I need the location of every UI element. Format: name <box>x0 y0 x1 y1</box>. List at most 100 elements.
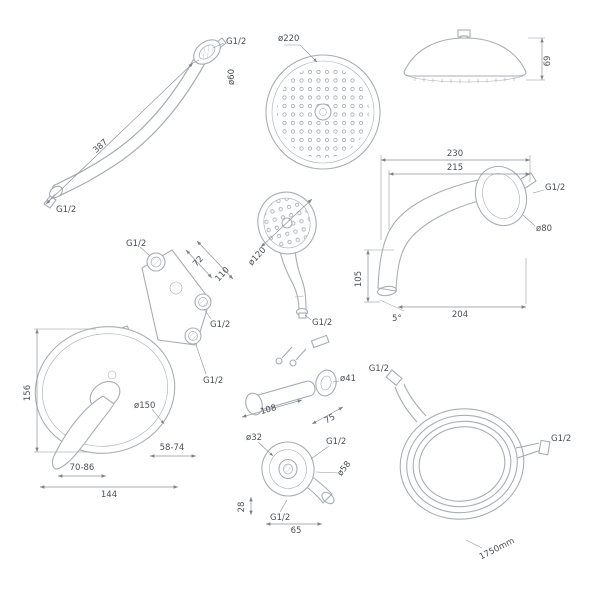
dim-line-depth-max <box>196 240 234 280</box>
dim-line-arm-length <box>45 62 194 205</box>
dim-mixer-depth-max: 110 <box>213 265 231 284</box>
hose-fitting-right <box>538 439 551 456</box>
dim-hand-diameter: ø120 <box>247 245 269 267</box>
dim-line-bracket-width <box>311 406 344 425</box>
wall-outlet-figure: ø32 G1/2 ø58 28 G1/2 65 <box>237 433 353 536</box>
dim-head-height: 69 <box>543 56 553 67</box>
angle-indicator <box>379 299 405 312</box>
hand-shower-handle <box>279 249 307 311</box>
dim-arm-flange-diameter: ø60 <box>227 69 237 85</box>
dim-mixer-plate-diameter: ø150 <box>134 401 155 411</box>
leader-line <box>522 214 536 227</box>
screw-head <box>275 357 283 365</box>
leader-line <box>532 189 545 194</box>
mixer-top-port-thread <box>150 256 162 268</box>
dim-hand-thread: G1/2 <box>312 318 332 328</box>
mixer-lever <box>51 395 115 470</box>
dim-mixer-range-lower: 70-86 <box>70 463 95 473</box>
leader-line <box>284 44 318 63</box>
bracket-ring-hole <box>320 375 332 391</box>
mixer-plate-rim <box>41 333 169 447</box>
dim-spout-total: 230 <box>447 149 463 159</box>
leader-line <box>315 471 340 474</box>
dim-mixer-top-thread: G1/2 <box>126 239 146 249</box>
dim-outlet-depth: 28 <box>237 502 247 513</box>
dim-spout-inner: 215 <box>447 163 463 173</box>
spout-figure: 230 215 G1/2 ø80 105 5° 204 <box>354 149 565 324</box>
screw-head <box>289 359 297 367</box>
head-dome <box>403 37 527 77</box>
dim-outlet-width: 65 <box>291 526 302 536</box>
dim-bracket-length: 108 <box>259 403 277 417</box>
dim-mixer-lower-thread: G1/2 <box>203 376 223 386</box>
hose-tail-right <box>516 449 542 459</box>
screw-shaft <box>281 346 293 359</box>
dim-bracket-width: 75 <box>323 412 337 426</box>
dim-spout-flange-diameter: ø80 <box>536 224 552 234</box>
arm-flange-thread <box>198 44 216 60</box>
mixer-valve-body <box>141 249 211 346</box>
dim-line-bracket-length <box>241 399 303 418</box>
dim-mixer-side-thread: G1/2 <box>210 320 230 330</box>
dim-spout-bottom: 204 <box>452 310 468 320</box>
dim-spout-angle: 5° <box>392 314 402 324</box>
hose-tail-left <box>394 386 418 423</box>
spout-flange <box>474 165 528 227</box>
mixer-plate-screw <box>107 370 117 380</box>
arm-tube-outer <box>51 53 207 197</box>
hose-fitting-left <box>385 369 403 387</box>
mixer-lower-port-thread <box>188 331 198 341</box>
dim-mixer-range-upper: 58-74 <box>160 443 185 453</box>
head-center-cap <box>314 103 332 121</box>
dim-mixer-width: 144 <box>101 490 117 500</box>
leader-line <box>279 499 288 513</box>
hand-shower-figure: ø120 G1/2 <box>247 191 332 328</box>
arm-tube-inner <box>52 54 206 196</box>
dim-arm-end-thread: G1/2 <box>56 205 76 215</box>
head-nozzle-ticks <box>414 77 515 84</box>
dim-spout-thread: G1/2 <box>545 183 565 193</box>
dim-outlet-top-thread: G1/2 <box>326 437 346 447</box>
outlet-opening <box>321 491 335 505</box>
leader-line <box>332 380 340 383</box>
spout-outlet <box>377 285 397 297</box>
hose-figure: G1/2 G1/2 1750mm <box>369 364 572 562</box>
dim-head-diameter: ø220 <box>278 34 299 44</box>
hose-coil <box>399 408 525 520</box>
handle-band <box>294 295 305 298</box>
head-inner-rim <box>271 60 375 164</box>
leader-line <box>304 314 312 321</box>
hose-tail-right <box>515 442 540 449</box>
leader-line <box>195 344 207 375</box>
overhead-shower-front-figure: ø220 <box>265 34 381 170</box>
dim-outlet-inner-diameter: ø32 <box>246 433 262 443</box>
leader-line <box>203 308 212 320</box>
ext-line <box>192 59 200 64</box>
mixer-body-detail <box>169 281 183 295</box>
dim-hose-left-thread: G1/2 <box>369 364 389 374</box>
head-center-screw <box>319 108 327 116</box>
handle-thread-stub <box>298 312 307 319</box>
dim-arm-length: 387 <box>91 137 110 155</box>
dim-arm-wall-thread: G1/2 <box>226 37 246 47</box>
dim-line-hand-diameter <box>260 198 313 248</box>
hose-coil <box>406 414 518 514</box>
head-spray-face <box>407 75 524 83</box>
dim-outlet-bottom-thread: G1/2 <box>270 513 290 523</box>
outlet-flange-rim <box>269 449 307 489</box>
outlet-thread-hole <box>283 463 293 475</box>
hose-coil <box>418 426 506 502</box>
dim-spout-height: 105 <box>354 271 364 287</box>
shower-arm-figure: G1/2 ø60 387 G1/2 <box>43 37 246 215</box>
dim-hose-length: 1750mm <box>478 536 517 562</box>
leader-line <box>139 246 151 257</box>
leader-line <box>151 408 165 425</box>
dim-bracket-ring-diameter: ø41 <box>340 374 356 384</box>
dim-outlet-flange-diameter: ø58 <box>336 459 354 478</box>
dim-mixer-depth-min: 72 <box>191 254 206 269</box>
hose-coil <box>412 420 512 508</box>
overhead-shower-side-figure: 69 <box>403 29 553 84</box>
hose-tail-left <box>403 383 427 417</box>
